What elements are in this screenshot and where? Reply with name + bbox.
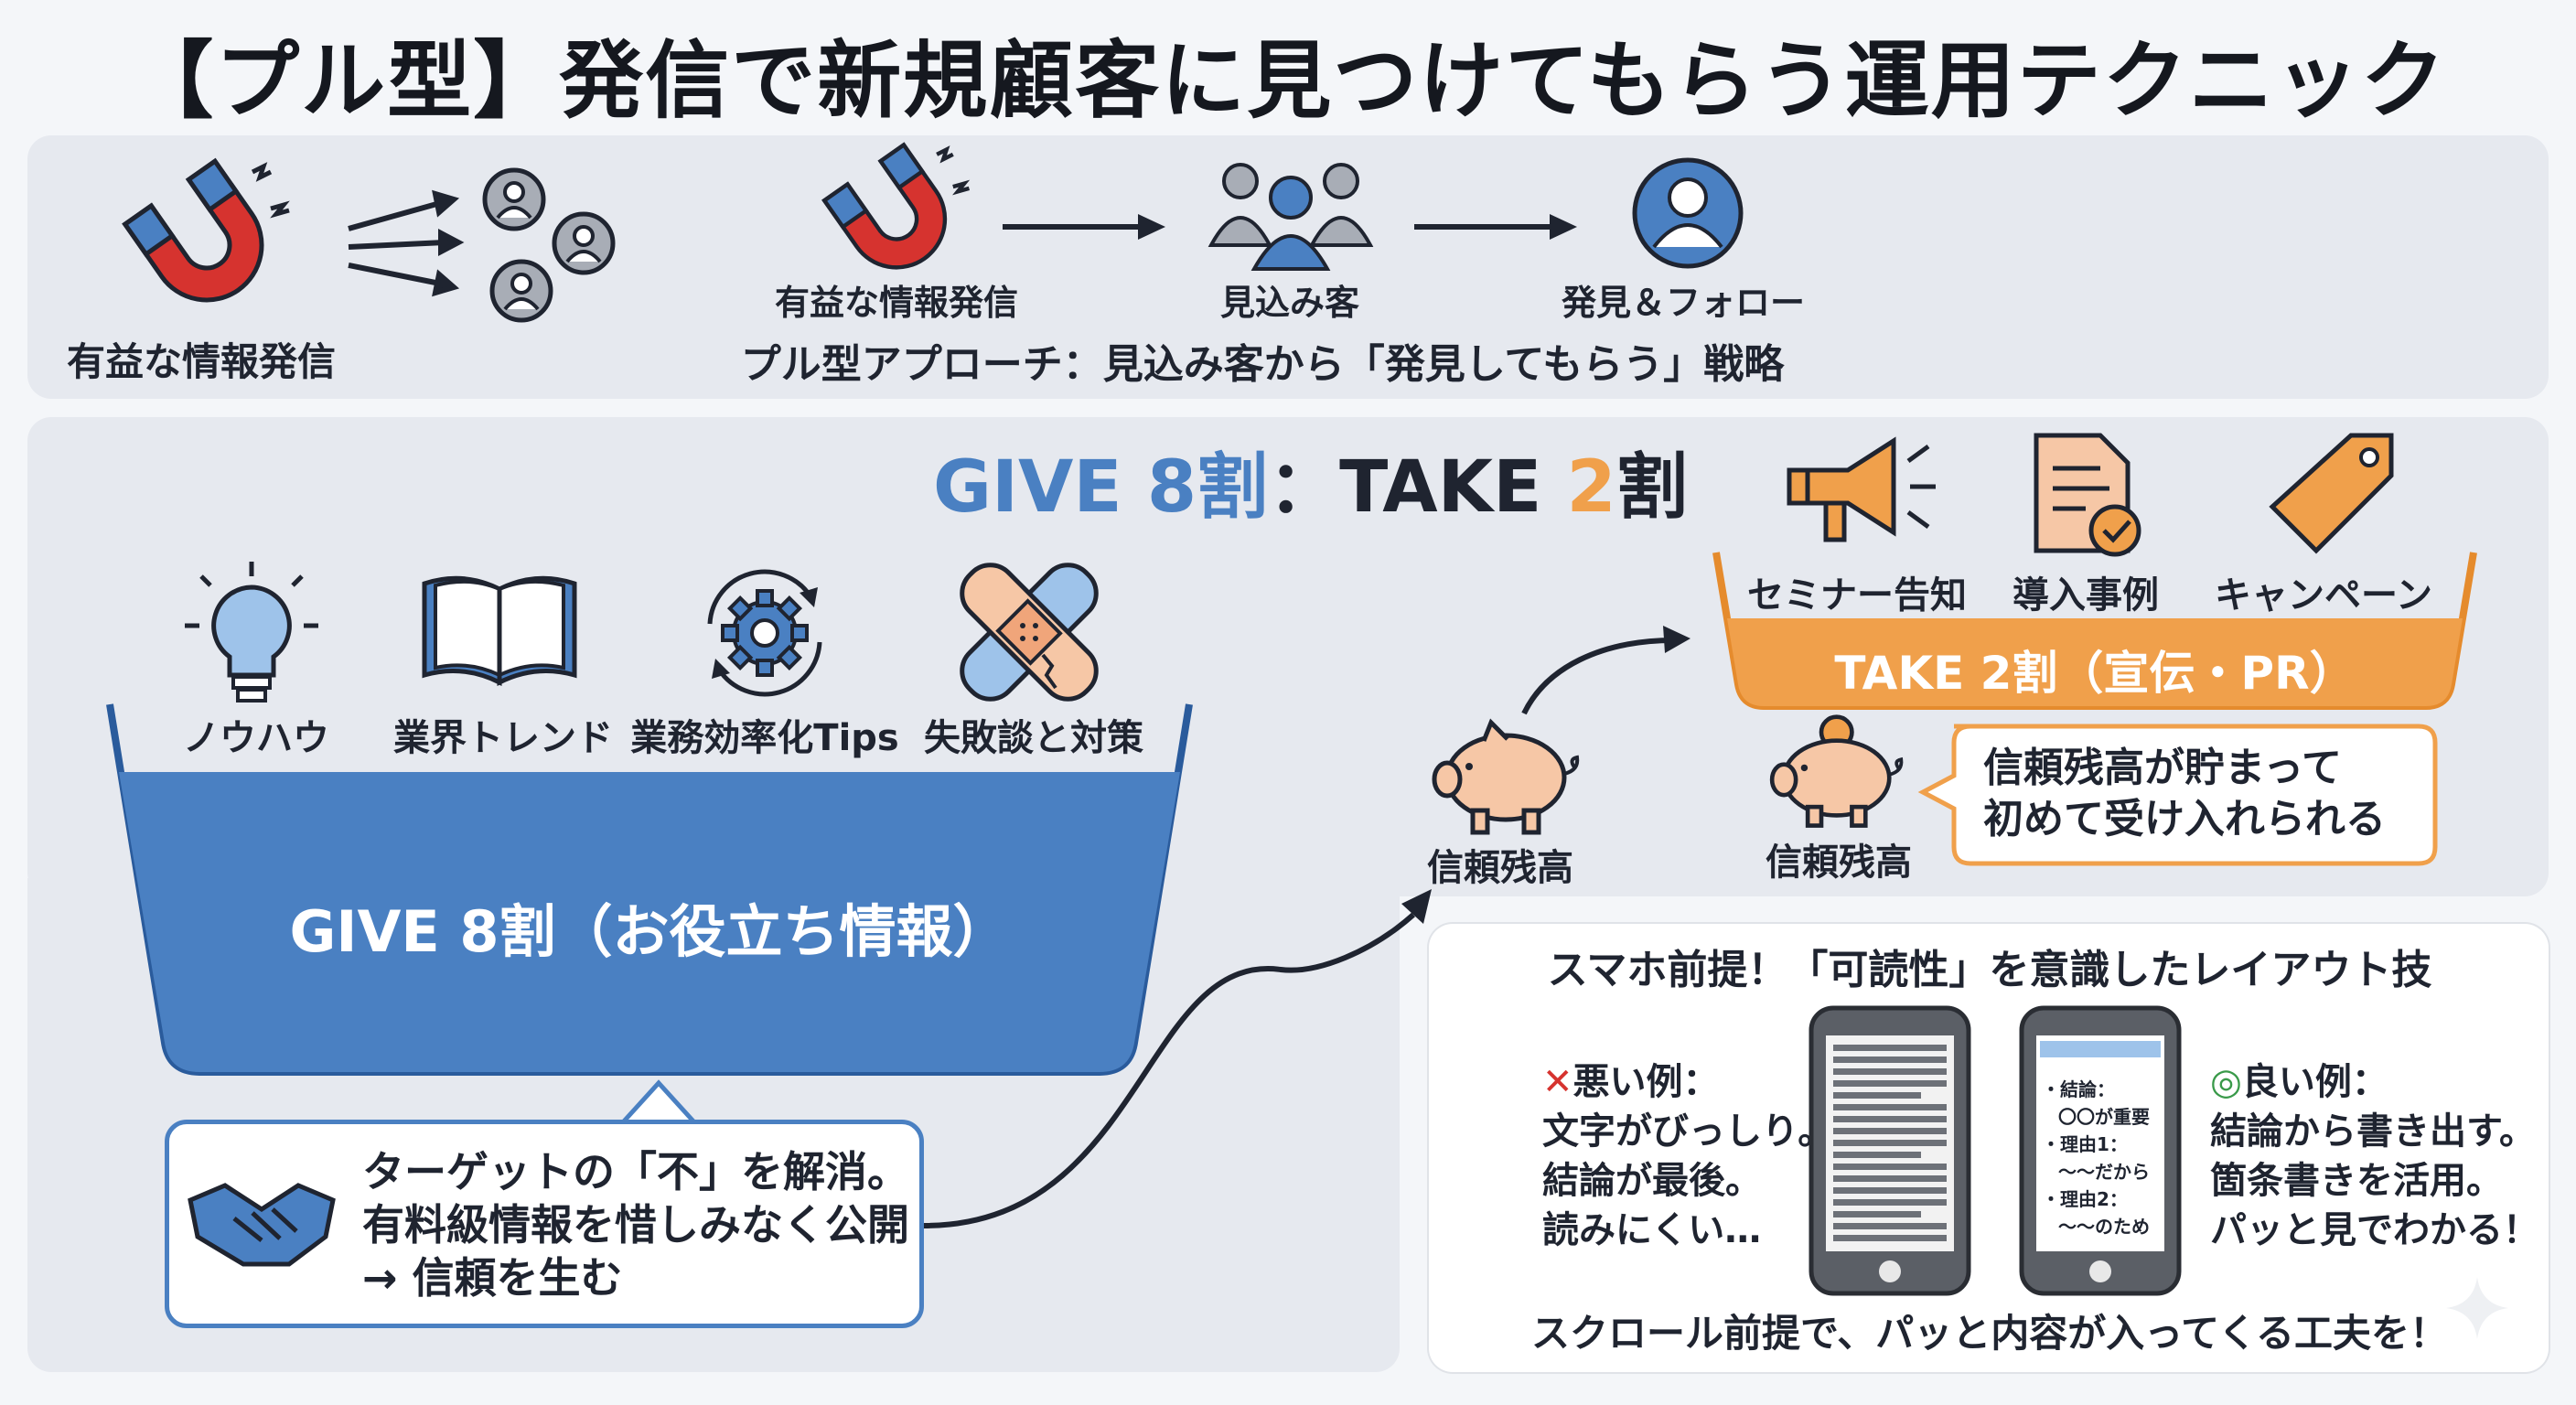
good-example: ◎良い例： 結論から書き出す。 箇条書きを活用。 パッと見でわかる！ — [2210, 1057, 2539, 1255]
give-bowl-label: GIVE 8割（お役立ち情報） — [289, 898, 1010, 965]
dense-text-line — [1833, 1128, 1947, 1134]
price-tag-icon — [2269, 433, 2394, 554]
megaphone-icon — [1787, 436, 1936, 542]
trust-label-1: 信頼残高 — [1427, 847, 1573, 889]
give-item-know-how: ノウハウ — [183, 717, 329, 759]
flow-step-3: 発見＆フォロー — [1561, 283, 1805, 323]
phone-line: 〜〜のため — [2058, 1216, 2150, 1238]
ratio-take-unit: 割 — [1615, 446, 1688, 529]
pull-left-label: 有益な情報発信 — [66, 339, 336, 384]
take-item-campaign: キャンペーン — [2215, 574, 2432, 617]
dense-text-line — [1833, 1187, 1947, 1194]
dense-text-line — [1833, 1056, 1947, 1063]
dense-text-line — [1833, 1223, 1947, 1229]
phone-bullet-text: ・結論： 〇〇が重要 ・理由1： 〜〜だから ・理由2： 〜〜のため — [2042, 1076, 2150, 1240]
dense-text-line — [1833, 1152, 1921, 1158]
dense-text-line — [1833, 1116, 1947, 1122]
give-note-text: ターゲットの「不」を解消。 有料級情報を惜しみなく公開 → 信頼を生む — [362, 1145, 909, 1304]
mobile-footer: スクロール前提で、パッと内容が入ってくる工夫を！ — [1530, 1311, 2449, 1356]
phone-dense-text — [1809, 1005, 1971, 1296]
people-icon — [482, 167, 616, 323]
take-bowl-label: TAKE 2割（宣伝・PR） — [1834, 647, 2356, 700]
attract-arrows-icon — [348, 189, 465, 297]
piggy-bank-icon — [1432, 718, 1580, 835]
sparkle-icon — [2446, 1277, 2508, 1339]
bubble-line: 信頼残高が貯まって — [1983, 745, 2343, 791]
good-line: パッと見でわかる！ — [2210, 1209, 2539, 1251]
handshake-icon — [188, 1183, 336, 1267]
dense-text-line — [1833, 1175, 1947, 1182]
dense-text-line — [1833, 1211, 1921, 1217]
piggy-bank-coin-icon — [1769, 714, 1904, 828]
gear-icon — [707, 569, 822, 697]
give-item-tips: 業務効率化Tips — [630, 717, 899, 759]
follower-icon — [1632, 157, 1744, 269]
bad-mark-icon: ✕ — [1542, 1061, 1573, 1103]
phone-line: ・理由1： — [2042, 1133, 2128, 1155]
arrow-right-icon — [1003, 214, 1165, 240]
magnet-icon — [821, 142, 971, 270]
trust-label-2: 信頼残高 — [1766, 842, 1912, 884]
good-title: 良い例： — [2241, 1061, 2388, 1103]
mobile-layout-panel — [1429, 924, 2549, 1372]
phone-bullet-layout — [2019, 1005, 2182, 1296]
phone-line: 〜〜だから — [2058, 1161, 2150, 1183]
note-pointer — [620, 1079, 697, 1125]
good-mark-icon: ◎ — [2210, 1061, 2242, 1103]
ratio-sep: ： — [1268, 446, 1340, 529]
dense-text-line — [1833, 1104, 1947, 1110]
magnet-icon — [122, 157, 290, 303]
dense-text-line — [1833, 1235, 1947, 1241]
phone-line: 〇〇が重要 — [2058, 1106, 2150, 1128]
give-bowl — [106, 703, 1193, 1076]
good-line: 結論から書き出す。 — [2210, 1110, 2536, 1153]
dense-text-line — [1833, 1045, 1947, 1051]
good-line: 箇条書きを活用。 — [2210, 1160, 2503, 1202]
note-line: → 信頼を生む — [362, 1253, 623, 1303]
bad-line: 結論が最後。 — [1542, 1160, 1762, 1202]
dense-text-line — [1833, 1140, 1947, 1146]
bad-line: 読みにくい… — [1542, 1209, 1762, 1251]
phone-line: ・理由2： — [2042, 1188, 2128, 1210]
ratio-take: TAKE — [1339, 446, 1567, 529]
note-line: 有料級情報を惜しみなく公開 — [362, 1200, 909, 1249]
arrow-right-icon — [1414, 214, 1577, 240]
dense-text-line — [1833, 1080, 1947, 1087]
page-title: 【プル型】発信で新規顧客に見つけてもらう運用テクニック — [129, 32, 2447, 130]
pull-caption: プル型アプローチ：見込み客から「発見してもらう」戦略 — [740, 341, 1785, 388]
speech-bubble — [1917, 724, 2438, 866]
trust-bubble-text: 信頼残高が貯まって 初めて受け入れられる — [1983, 743, 2386, 845]
give-take-ratio: GIVE 8割：TAKE 2割 — [933, 430, 1688, 532]
dense-text-line — [1833, 1164, 1947, 1170]
document-check-icon — [2034, 433, 2141, 557]
lightbulb-icon — [185, 562, 318, 702]
phone-line: ・結論： — [2042, 1078, 2115, 1100]
flow-step-2: 見込み客 — [1219, 283, 1359, 323]
flow-step-1: 有益な情報発信 — [774, 283, 1018, 323]
ratio-give: GIVE 8割 — [933, 446, 1269, 529]
take-bowl — [1712, 552, 2477, 710]
bandage-icon — [960, 563, 1099, 702]
dense-text-line — [1833, 1068, 1947, 1075]
dense-text-line — [1833, 1092, 1921, 1099]
dense-text-line — [1833, 1199, 1947, 1206]
bubble-line: 初めて受け入れられる — [1983, 796, 2386, 842]
bad-line: 文字がびっしり。 — [1542, 1110, 1835, 1153]
take-item-seminar: セミナー告知 — [1747, 574, 1967, 617]
mobile-title: スマホ前提！「可読性」を意識したレイアウト技 — [1547, 947, 2432, 993]
take-item-case: 導入事例 — [2012, 574, 2159, 617]
book-icon — [422, 575, 577, 687]
give-item-trend: 業界トレンド — [393, 717, 613, 759]
bad-example: ✕悪い例： 文字がびっしり。 結論が最後。 読みにくい… — [1542, 1057, 1834, 1255]
trust-flow-arrow — [923, 889, 1432, 1228]
trust-flow-arrow-2 — [1521, 626, 1690, 715]
prospects-icon — [1208, 163, 1374, 271]
note-line: ターゲットの「不」を解消。 — [362, 1147, 909, 1196]
give-item-failures: 失敗談と対策 — [924, 717, 1143, 759]
ratio-take-num: 2 — [1566, 446, 1616, 529]
bad-title: 悪い例： — [1572, 1061, 1720, 1103]
